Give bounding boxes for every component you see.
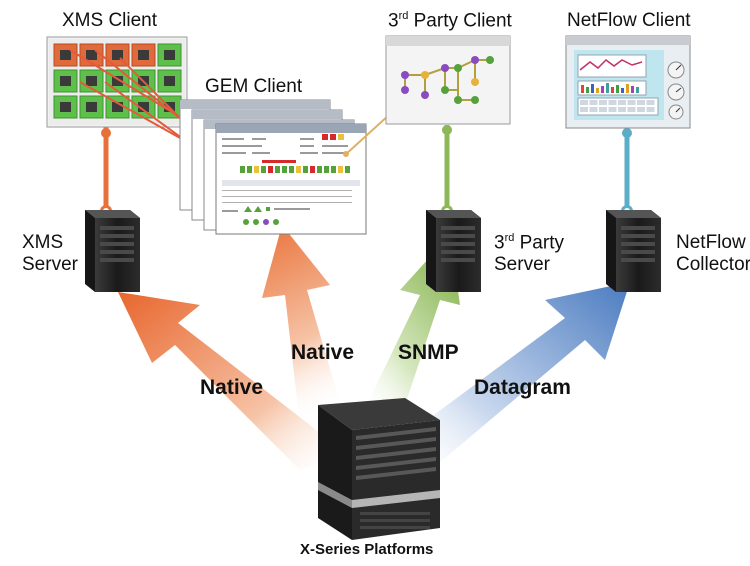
netflow-client-label: NetFlow Client xyxy=(567,10,691,31)
xms-server xyxy=(85,210,140,292)
netflow-cell xyxy=(618,100,626,105)
netflow-bar xyxy=(621,88,624,93)
xms-client-window xyxy=(46,36,188,128)
third-party-client-label: 3rd Party Client xyxy=(388,10,512,32)
graph-node xyxy=(401,71,409,79)
xms-to-gem-lines xyxy=(69,49,206,156)
netflow-bar xyxy=(591,84,594,93)
gem-slot xyxy=(303,166,308,173)
netflow-cell xyxy=(627,100,636,105)
gem-slot xyxy=(254,166,259,173)
netflow-bar xyxy=(626,84,629,93)
graph-node xyxy=(454,96,462,104)
netflow-cell xyxy=(608,100,617,105)
gem-slot xyxy=(317,166,322,173)
netflow-cell xyxy=(646,107,655,112)
gem-slot xyxy=(296,166,301,173)
netflow-cell xyxy=(618,107,626,112)
netflow-cell xyxy=(637,107,645,112)
netflow-bar xyxy=(581,85,584,93)
datagram-arrow xyxy=(400,282,630,475)
netflow-cell xyxy=(627,107,636,112)
graph-node xyxy=(471,96,479,104)
graph-node xyxy=(471,56,479,64)
netflow-cell xyxy=(646,100,655,105)
graph-node xyxy=(471,78,479,86)
platform-label: X-Series Platforms xyxy=(300,541,434,558)
graph-node xyxy=(421,91,429,99)
third-party-client-window xyxy=(385,35,511,125)
netflow-cell xyxy=(637,100,645,105)
netflow-cell xyxy=(589,100,598,105)
graph-node xyxy=(486,56,494,64)
gem-slot xyxy=(261,166,266,173)
graph-node xyxy=(401,86,409,94)
netflow-bar xyxy=(636,87,639,93)
netflow-cell xyxy=(580,107,588,112)
netflow-cell xyxy=(599,107,607,112)
netflow-client-window xyxy=(565,35,691,129)
gem-slot xyxy=(310,166,315,173)
graph-node xyxy=(441,64,449,72)
gem-slot xyxy=(240,166,245,173)
netflow-cell xyxy=(580,100,588,105)
netflow-bar xyxy=(601,86,604,93)
third-party-server-label: 3rd Party Server xyxy=(494,232,564,276)
gem-slot xyxy=(324,166,329,173)
netflow-cell xyxy=(589,107,598,112)
gem-client-window xyxy=(179,99,367,235)
graph-node xyxy=(454,64,462,72)
x-series-chassis xyxy=(318,398,440,540)
native-center-label: Native xyxy=(291,341,355,364)
netflow-bar xyxy=(586,87,589,93)
netflow-bar xyxy=(596,88,599,93)
datagram-label: Datagram xyxy=(474,376,571,399)
netflow-collector-server xyxy=(606,210,661,292)
gem-slot xyxy=(289,166,294,173)
native-arrow-left xyxy=(118,292,345,470)
netflow-cell xyxy=(608,107,617,112)
netflow-bar xyxy=(631,86,634,93)
gem-slot xyxy=(275,166,280,173)
netflow-bar xyxy=(611,87,614,93)
gem-slot xyxy=(338,166,343,173)
graph-node xyxy=(441,86,449,94)
netflow-bar xyxy=(616,85,619,93)
netflow-cell xyxy=(599,100,607,105)
gem-slot xyxy=(247,166,252,173)
gem-slot xyxy=(331,166,336,173)
netflow-bar xyxy=(606,83,609,93)
graph-node xyxy=(421,71,429,79)
gem-slot xyxy=(345,166,350,173)
native-arrow-center xyxy=(262,225,342,425)
third-party-server xyxy=(426,210,481,292)
gem-client-label: GEM Client xyxy=(205,76,303,97)
gem-slot xyxy=(268,166,273,173)
snmp-label: SNMP xyxy=(398,341,459,364)
gem-slot xyxy=(282,166,287,173)
native-left-label: Native xyxy=(200,376,264,399)
xms-client-label: XMS Client xyxy=(62,10,158,31)
